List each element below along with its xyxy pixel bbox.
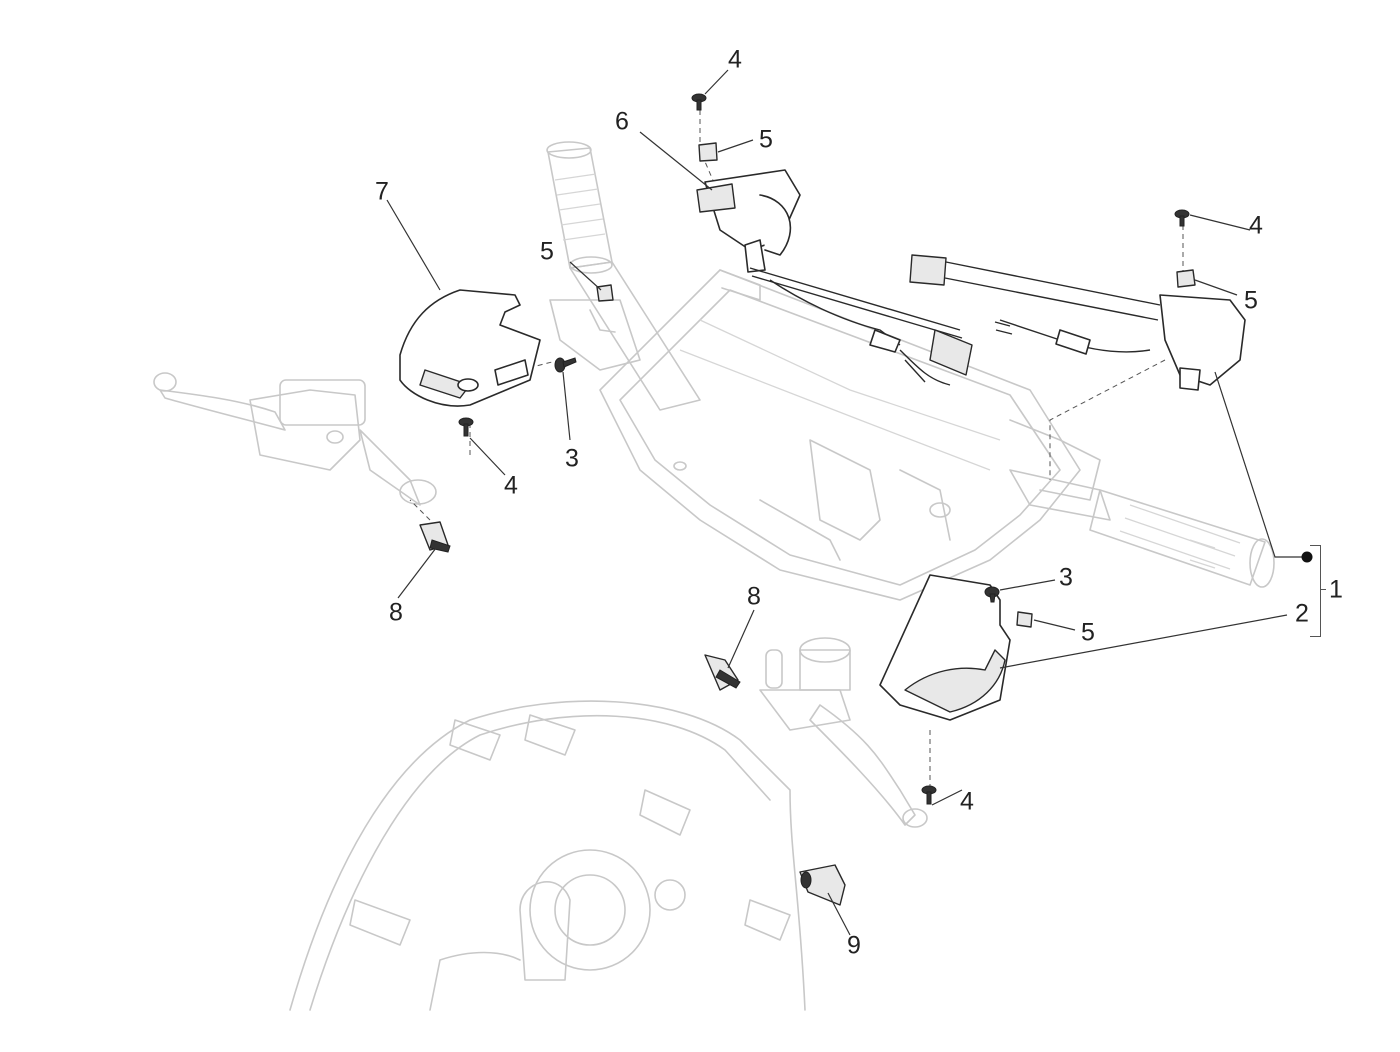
front-shield-ghost <box>289 700 806 1011</box>
leader-lines <box>386 69 1313 936</box>
callout-6[interactable]: 6 <box>615 107 629 136</box>
callout-5-top[interactable]: 5 <box>759 125 773 154</box>
callout-5-left[interactable]: 5 <box>540 237 554 266</box>
left-brake-lever <box>153 372 437 506</box>
right-brake-lever <box>759 637 928 828</box>
brake-switch-8-left[interactable] <box>419 521 451 553</box>
screw-4-top[interactable] <box>691 93 707 111</box>
connector-9[interactable] <box>799 864 846 906</box>
callout-9[interactable]: 9 <box>847 931 861 960</box>
callout-5-right[interactable]: 5 <box>1244 286 1258 315</box>
callout-5-bottom[interactable]: 5 <box>1081 618 1095 647</box>
callout-3-left[interactable]: 3 <box>565 444 579 473</box>
screw-4-left[interactable] <box>458 417 474 437</box>
screw-4-right[interactable] <box>1174 209 1190 227</box>
assembly-bracket <box>1310 545 1321 637</box>
screw-3-right[interactable] <box>984 586 1000 603</box>
callout-3-right[interactable]: 3 <box>1059 563 1073 592</box>
clip-nut-5-top[interactable] <box>698 142 718 162</box>
callout-4-right[interactable]: 4 <box>1249 211 1263 240</box>
assembly-bracket-tick <box>1320 589 1326 590</box>
callout-4-bottom[interactable]: 4 <box>960 787 974 816</box>
callout-4-top[interactable]: 4 <box>728 45 742 74</box>
clip-nut-5-left[interactable] <box>596 284 614 302</box>
callout-7[interactable]: 7 <box>375 177 389 206</box>
callout-8-right[interactable]: 8 <box>747 582 761 611</box>
callout-2[interactable]: 2 <box>1295 599 1309 628</box>
left-switch-assembly[interactable] <box>696 169 973 386</box>
clip-nut-5-right[interactable] <box>1176 269 1196 288</box>
callout-4-left[interactable]: 4 <box>504 471 518 500</box>
screw-4-bottom[interactable] <box>921 785 937 805</box>
assembly-dot <box>1301 551 1313 563</box>
callout-8-left[interactable]: 8 <box>389 598 403 627</box>
brake-switch-8-right[interactable] <box>704 654 741 691</box>
screw-3-left[interactable] <box>554 357 577 373</box>
right-switch-assembly[interactable] <box>909 254 1246 391</box>
callout-1[interactable]: 1 <box>1329 575 1343 604</box>
clip-nut-5-bottom[interactable] <box>1016 611 1033 628</box>
left-switch-cover[interactable] <box>399 289 541 407</box>
right-grip <box>1009 469 1275 588</box>
left-grip <box>546 141 701 411</box>
handlebar-body-ghost <box>549 269 1101 601</box>
